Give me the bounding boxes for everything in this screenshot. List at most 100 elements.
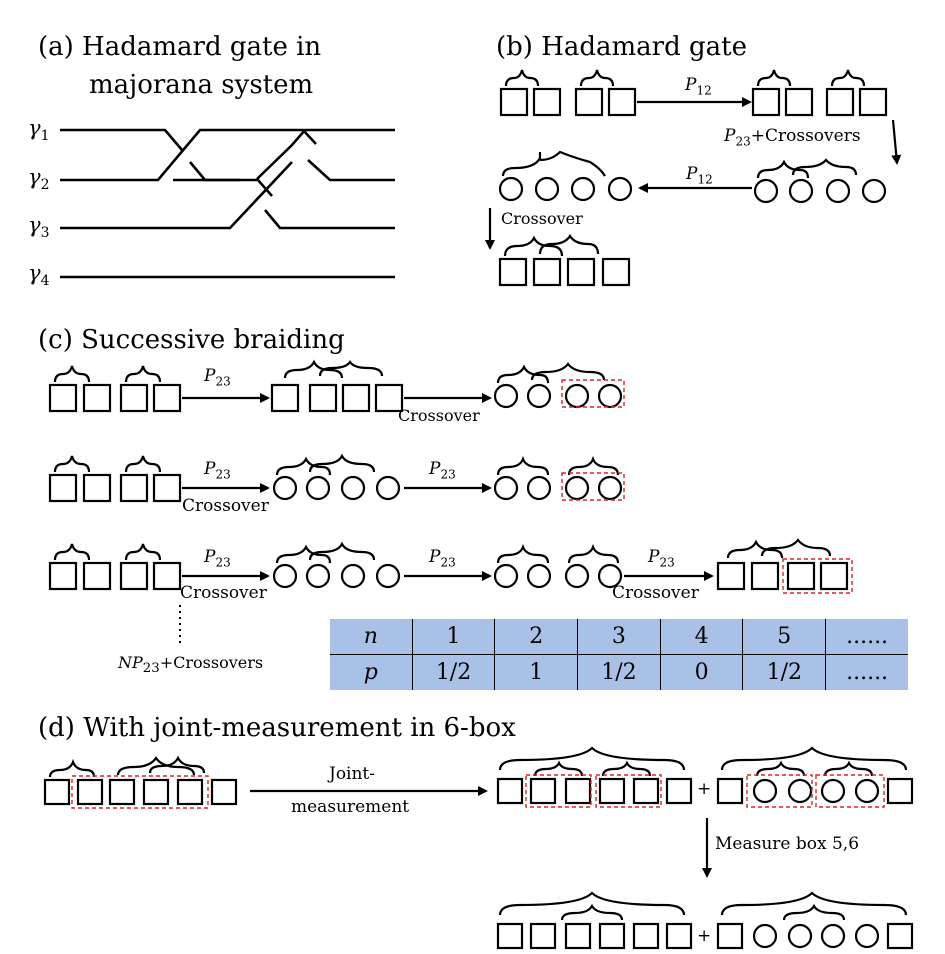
box <box>886 777 914 805</box>
gamma-2-line <box>60 128 317 182</box>
brace <box>503 235 564 257</box>
box <box>825 87 855 117</box>
joint-label-1: Joint- <box>329 764 376 784</box>
table-cell: 5 <box>742 619 827 655</box>
circle <box>861 178 887 204</box>
box <box>496 922 524 950</box>
np23-label: NP23+Crossovers <box>118 653 264 677</box>
brace <box>283 359 344 379</box>
brace <box>756 69 792 87</box>
circle <box>564 563 590 589</box>
circle <box>597 475 623 501</box>
probability-table: n 1 2 3 4 5 ...... p 1/2 1 1/2 0 1/2 ...… <box>330 619 908 690</box>
brace <box>124 543 162 561</box>
brace <box>830 69 866 87</box>
panel-b-shapes <box>485 69 902 287</box>
brace <box>579 69 615 87</box>
circle <box>820 778 846 804</box>
brace <box>567 543 620 564</box>
brace <box>533 760 584 777</box>
box <box>308 383 338 413</box>
circle <box>788 178 814 204</box>
circle <box>375 475 401 501</box>
dashed-highlight <box>561 472 625 501</box>
dashed-highlight <box>815 774 885 808</box>
big-brace <box>498 891 686 916</box>
box <box>665 922 693 950</box>
brace <box>148 755 206 774</box>
b-step2-label: P23+Crossovers <box>724 126 861 149</box>
circle <box>564 475 590 501</box>
gamma-1-line-c <box>256 128 395 180</box>
box <box>598 922 626 950</box>
big-brace <box>720 891 908 916</box>
box <box>82 473 112 503</box>
circle <box>607 176 633 202</box>
brace <box>823 760 874 777</box>
box <box>341 383 371 413</box>
table-cell: 1/2 <box>742 654 827 690</box>
panel-d <box>43 746 914 950</box>
box <box>564 777 592 805</box>
gamma-1-line <box>60 128 183 151</box>
panel-c-row3 <box>48 538 853 646</box>
c-row3-p23-a: P23 <box>204 547 231 570</box>
circle <box>597 563 623 589</box>
c-row2-crossover: Crossover <box>182 496 269 516</box>
dashed-highlight <box>595 774 662 808</box>
brace <box>496 543 550 564</box>
box <box>119 383 149 413</box>
table-cell: ...... <box>846 660 889 685</box>
table-row-n: n 1 2 3 4 5 ...... <box>330 619 908 655</box>
box <box>716 561 746 591</box>
box <box>886 922 914 950</box>
circle <box>570 176 596 202</box>
box <box>210 778 238 806</box>
gamma-2-under <box>189 161 240 182</box>
plus-sign-top: + <box>697 779 712 799</box>
circle <box>272 563 298 589</box>
box <box>152 561 182 591</box>
box <box>529 922 557 950</box>
box <box>574 87 604 117</box>
joint-label-2: measurement <box>291 797 410 817</box>
brace <box>560 903 624 921</box>
brace <box>601 760 652 777</box>
box <box>716 922 744 950</box>
table-cell: 3 <box>577 619 661 655</box>
c-row1-crossover: Crossover <box>398 406 480 425</box>
circle <box>305 475 331 501</box>
brace <box>791 158 858 176</box>
dashed-highlight <box>525 774 592 808</box>
circle <box>305 563 331 589</box>
panel-a-title-line2: majorana system <box>89 70 314 100</box>
table-cell: 4 <box>660 619 744 655</box>
brace <box>504 69 540 87</box>
panel-c-row1 <box>48 359 625 413</box>
table-cell: n <box>330 619 413 655</box>
circle <box>564 383 590 409</box>
gamma-3-line <box>60 161 293 230</box>
circle <box>498 176 524 202</box>
box <box>819 561 849 591</box>
box <box>784 87 814 117</box>
table-cell: 1 <box>412 619 496 655</box>
box <box>564 922 592 950</box>
brace <box>530 362 606 381</box>
c-row3-p23-c: P23 <box>648 547 675 570</box>
box <box>48 561 78 591</box>
table-cell: 2 <box>494 619 579 655</box>
circle <box>493 383 519 409</box>
gamma-1-label: γ1 <box>28 116 50 145</box>
box <box>82 561 112 591</box>
brace <box>496 364 550 384</box>
circle <box>753 178 779 204</box>
circle <box>375 563 401 589</box>
circle <box>340 563 366 589</box>
box <box>48 383 78 413</box>
panel-a-title-line1: (a) Hadamard gate in <box>38 32 322 62</box>
circle <box>597 383 623 409</box>
circle <box>526 475 552 501</box>
box <box>176 778 204 806</box>
